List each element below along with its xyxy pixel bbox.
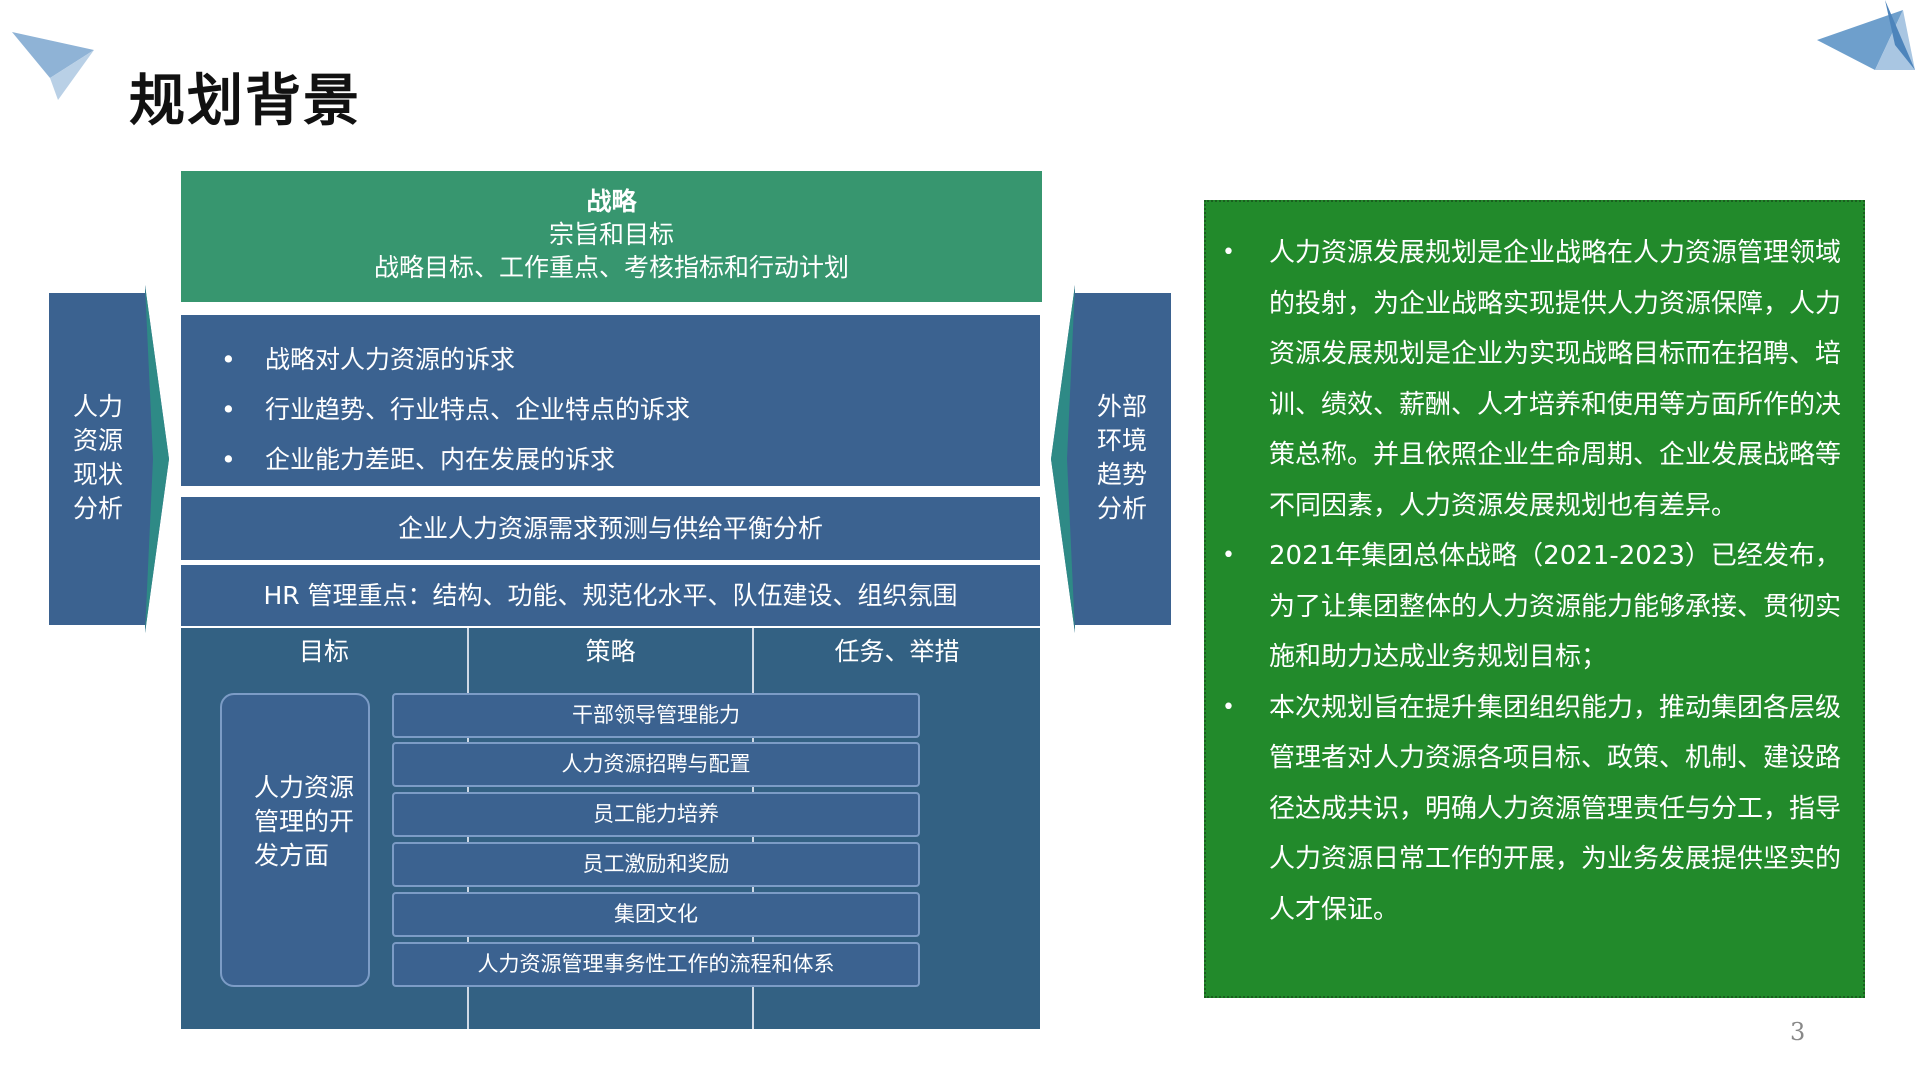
- need-item: 行业趋势、行业特点、企业特点的诉求: [221, 385, 1040, 435]
- need-item: 战略对人力资源的诉求: [221, 335, 1040, 385]
- aspect-item: 员工能力培养: [392, 792, 920, 837]
- right-arrow-label: 外部环境趋势分析: [1096, 392, 1147, 523]
- left-arrow-shape: [49, 285, 169, 633]
- background-text-panel: 人力资源发展规划是企业战略在人力资源管理领域的投射，为企业战略实现提供人力资源保…: [1204, 200, 1865, 998]
- column-header-tasks: 任务、举措: [834, 637, 960, 666]
- aspect-item: 人力资源管理事务性工作的流程和体系: [392, 942, 920, 987]
- right-arrow-shape: [1051, 285, 1171, 633]
- needs-list: 战略对人力资源的诉求 行业趋势、行业特点、企业特点的诉求 企业能力差距、内在发展…: [181, 315, 1040, 486]
- development-aspects-box: 人力资源管理的开发方面: [220, 693, 370, 987]
- panel-paragraph: 本次规划旨在提升集团组织能力，推动集团各层级管理者对人力资源各项目标、政策、机制…: [1206, 683, 1843, 936]
- strategy-purpose: 宗旨和目标: [548, 220, 674, 249]
- left-arrow-label: 人力资源现状分析: [72, 392, 123, 523]
- strategy-title: 战略: [586, 187, 637, 216]
- page-number: 3: [1790, 1018, 1806, 1046]
- strategy-box: 战略 宗旨和目标 战略目标、工作重点、考核指标和行动计划: [181, 171, 1042, 302]
- demand-supply-band: 企业人力资源需求预测与供给平衡分析: [181, 497, 1040, 560]
- column-header-strategy: 策略: [585, 637, 636, 666]
- panel-paragraph: 2021年集团总体战略（2021-2023）已经发布，为了让集团整体的人力资源能…: [1206, 531, 1843, 683]
- aspect-item: 员工激励和奖励: [392, 842, 920, 887]
- aspect-item: 干部领导管理能力: [392, 693, 920, 738]
- need-item: 企业能力差距、内在发展的诉求: [221, 435, 1040, 485]
- hr-focus-band: HR 管理重点：结构、功能、规范化水平、队伍建设、组织氛围: [181, 565, 1040, 626]
- page-title: 规划背景: [129, 69, 361, 134]
- paper-plane-decoration-left: [12, 32, 94, 100]
- column-header-goal: 目标: [298, 637, 349, 666]
- strategy-detail: 战略目标、工作重点、考核指标和行动计划: [373, 253, 849, 282]
- paper-plane-decoration-right: [1817, 0, 1915, 70]
- aspect-item: 人力资源招聘与配置: [392, 742, 920, 787]
- panel-paragraph: 人力资源发展规划是企业战略在人力资源管理领域的投射，为企业战略实现提供人力资源保…: [1206, 228, 1843, 531]
- aspect-item: 集团文化: [392, 892, 920, 937]
